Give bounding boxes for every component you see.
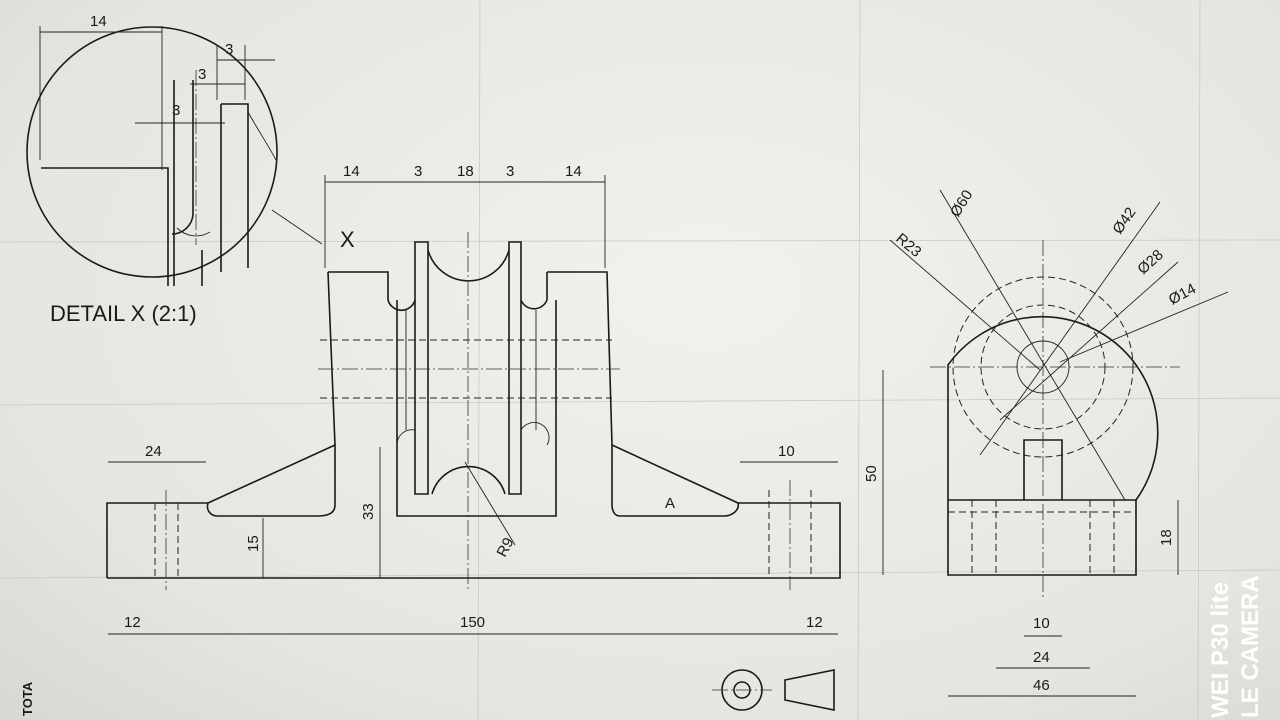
side-dim-24: 24 bbox=[1033, 649, 1050, 666]
front-view bbox=[106, 175, 841, 635]
front-dim-10: 10 bbox=[778, 443, 795, 460]
front-dim-14-right: 14 bbox=[565, 163, 582, 180]
camera-watermark-line2: LE CAMERA bbox=[1237, 575, 1264, 718]
front-dim-14-left: 14 bbox=[343, 163, 360, 180]
side-dia-60: Ø60 bbox=[947, 187, 976, 220]
detail-circle bbox=[26, 26, 278, 278]
side-dim-50: 50 bbox=[863, 465, 880, 482]
camera-watermark-line1: WEI P30 lite bbox=[1207, 582, 1234, 718]
detail-title: DETAIL X (2:1) bbox=[50, 301, 197, 326]
front-dim-24: 24 bbox=[145, 443, 162, 460]
side-dia-14: Ø14 bbox=[1166, 280, 1199, 308]
front-dim-12-left: 12 bbox=[124, 614, 141, 631]
front-dim-3-left: 3 bbox=[414, 163, 422, 180]
corner-text: TOTA bbox=[20, 681, 35, 716]
front-dim-3-right: 3 bbox=[506, 163, 514, 180]
side-view bbox=[882, 189, 1229, 697]
front-dim-18: 18 bbox=[457, 163, 474, 180]
detail-dim-3b: 3 bbox=[198, 66, 206, 83]
front-dim-15: 15 bbox=[245, 535, 262, 552]
web-label-a: A bbox=[665, 495, 675, 512]
front-marker-x: X bbox=[340, 227, 355, 252]
side-dim-10: 10 bbox=[1033, 615, 1050, 632]
front-radius-r9: R9 bbox=[494, 535, 518, 560]
side-radius-r23: R23 bbox=[892, 230, 924, 261]
projection-symbol bbox=[712, 669, 835, 711]
detail-x-view bbox=[26, 26, 323, 286]
detail-dim-3a: 3 bbox=[225, 41, 233, 58]
side-dim-18: 18 bbox=[1158, 529, 1175, 546]
side-dim-46: 46 bbox=[1033, 677, 1050, 694]
front-dim-12-right: 12 bbox=[806, 614, 823, 631]
side-dia-42: Ø42 bbox=[1109, 204, 1139, 237]
side-dia-28: Ø28 bbox=[1134, 246, 1166, 278]
detail-dim-3c: 3 bbox=[172, 102, 180, 119]
front-dim-33: 33 bbox=[360, 503, 377, 520]
detail-dim-14: 14 bbox=[90, 13, 107, 30]
front-dim-150: 150 bbox=[460, 614, 485, 631]
